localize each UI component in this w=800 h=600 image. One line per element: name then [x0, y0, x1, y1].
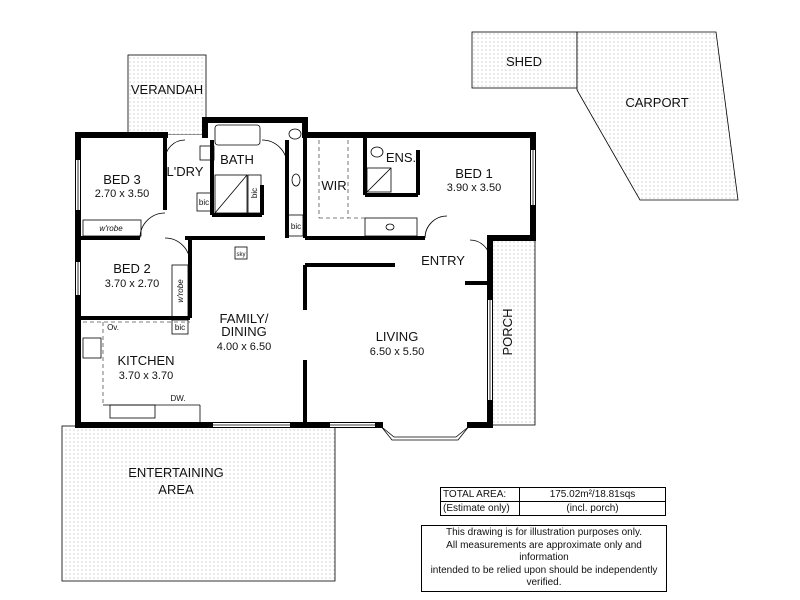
laundry-label: L'DRY [167, 164, 204, 179]
wir-label: WIR [321, 178, 346, 193]
disclaimer-line: All measurements are approximate only an… [446, 539, 642, 564]
porch-label: PORCH [500, 309, 515, 356]
vanity-basin-icon [291, 173, 301, 187]
ensuite-label: ENS. [386, 150, 416, 165]
bed2-size: 3.70 x 2.70 [105, 278, 159, 290]
shower-icon [214, 174, 248, 214]
estimate-label: (Estimate only) [441, 502, 520, 515]
kitchen-label: KITCHEN [117, 353, 174, 368]
bic-label: bic [291, 222, 301, 231]
ensuite-vanity-icon [364, 217, 418, 237]
bed1-label: BED 1 [455, 166, 493, 181]
bathtub-icon [214, 124, 261, 146]
family-size: 4.00 x 6.50 [217, 341, 271, 353]
verandah-label: VERANDAH [131, 82, 203, 97]
disclaimer-line: intended to be relied upon should be ind… [430, 564, 658, 589]
bic-label: bic [199, 198, 209, 207]
oven-label: Ov. [107, 323, 119, 332]
bed3-size: 2.70 x 3.50 [95, 188, 149, 200]
entertaining-label-2: AREA [158, 482, 194, 497]
verandah-area [127, 54, 207, 136]
shed-area [471, 31, 578, 89]
toilet-icon [288, 128, 302, 140]
wardrobe-label: w'robe [176, 279, 185, 303]
living-label: LIVING [376, 329, 419, 344]
entry-label: ENTRY [421, 253, 465, 268]
interior-walls [80, 135, 490, 425]
bic-label: bic [175, 323, 185, 332]
total-area-label: TOTAL AREA: [441, 488, 520, 501]
disclaimer-line: This drawing is for illustration purpose… [445, 527, 642, 538]
dining-label: DINING [221, 324, 267, 339]
laundry-tub-icon [199, 145, 215, 161]
bic-label: bic [250, 188, 259, 198]
carport-area [576, 31, 739, 201]
shed-label: SHED [506, 54, 542, 69]
wardrobe-label: w'robe [99, 224, 123, 233]
wardrobe-bed3 [82, 219, 142, 237]
fixtures [82, 124, 491, 422]
sky-label: sky [237, 252, 246, 258]
bath-label: BATH [220, 152, 254, 167]
total-area-value: 175.02m²/18.81sqs [549, 489, 636, 500]
ensuite-shower-icon [366, 167, 392, 193]
living-size: 6.50 x 5.50 [370, 346, 424, 358]
entertaining-label: ENTERTAINING [128, 465, 224, 480]
total-area-table: TOTAL AREA: 175.02m²/18.81sqs (Estimate … [440, 487, 666, 516]
skylight-icon [234, 246, 248, 260]
ensuite-toilet-icon [370, 146, 384, 158]
bed2-label: BED 2 [113, 261, 151, 276]
disclaimer: This drawing is for illustration purpose… [421, 525, 667, 592]
bed1-size: 3.90 x 3.50 [447, 182, 501, 194]
entertaining-area [61, 425, 336, 582]
incl-porch-note: (incl. porch) [566, 503, 619, 514]
family-label: FAMILY/ [220, 311, 269, 326]
kitchen-size: 3.70 x 3.70 [119, 370, 173, 382]
bed3-label: BED 3 [103, 172, 141, 187]
dishwasher-label: DW. [170, 394, 185, 403]
carport-label: CARPORT [625, 95, 688, 110]
wardrobe-bed2 [171, 264, 189, 318]
cooktop-icon [82, 337, 102, 359]
